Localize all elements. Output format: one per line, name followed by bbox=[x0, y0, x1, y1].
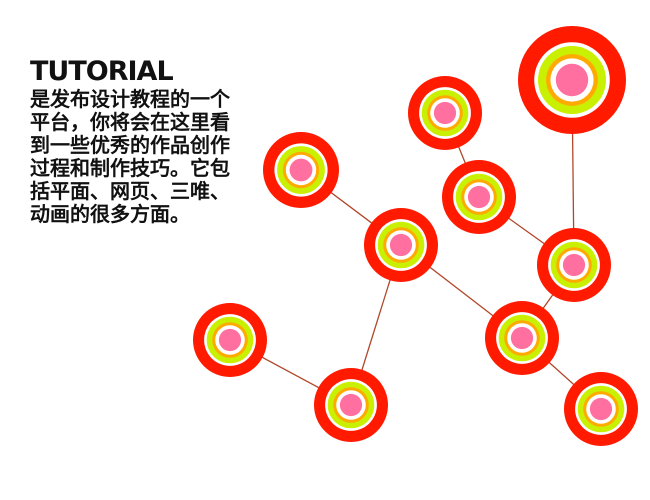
ring-node-bottom bbox=[314, 368, 388, 442]
ring-node-center-layer-5 bbox=[389, 233, 413, 257]
ring-nodes bbox=[193, 26, 638, 446]
ring-node-bottom-right-layer-5 bbox=[589, 397, 613, 421]
ring-node-mid-upper bbox=[442, 160, 516, 234]
ring-node-left-layer-5 bbox=[289, 158, 313, 182]
ring-node-left bbox=[263, 132, 339, 208]
ring-node-top-center bbox=[408, 76, 482, 150]
ring-node-bottom-layer-5 bbox=[339, 393, 363, 417]
ring-node-mid-lower bbox=[485, 301, 559, 375]
intro-panel: TUTORIAL 是发布设计教程的一个平台，你将会在这里看到一些优秀的作品创作过… bbox=[30, 56, 250, 226]
ring-node-bottom-left bbox=[193, 303, 267, 377]
intro-title: TUTORIAL bbox=[30, 56, 174, 87]
ring-node-bottom-right bbox=[564, 372, 638, 446]
ring-node-right-layer-5 bbox=[562, 253, 586, 277]
ring-node-top-right bbox=[518, 26, 626, 134]
ring-node-center bbox=[364, 208, 438, 282]
ring-node-top-center-layer-5 bbox=[433, 101, 457, 125]
ring-node-mid-lower-layer-5 bbox=[510, 326, 534, 350]
ring-node-mid-upper-layer-5 bbox=[467, 185, 491, 209]
intro-description: 是发布设计教程的一个平台，你将会在这里看到一些优秀的作品创作过程和制作技巧。它包… bbox=[30, 87, 230, 226]
ring-node-right bbox=[537, 228, 611, 302]
ring-node-bottom-left-layer-5 bbox=[218, 328, 242, 352]
ring-node-top-right-layer-5 bbox=[555, 63, 589, 97]
